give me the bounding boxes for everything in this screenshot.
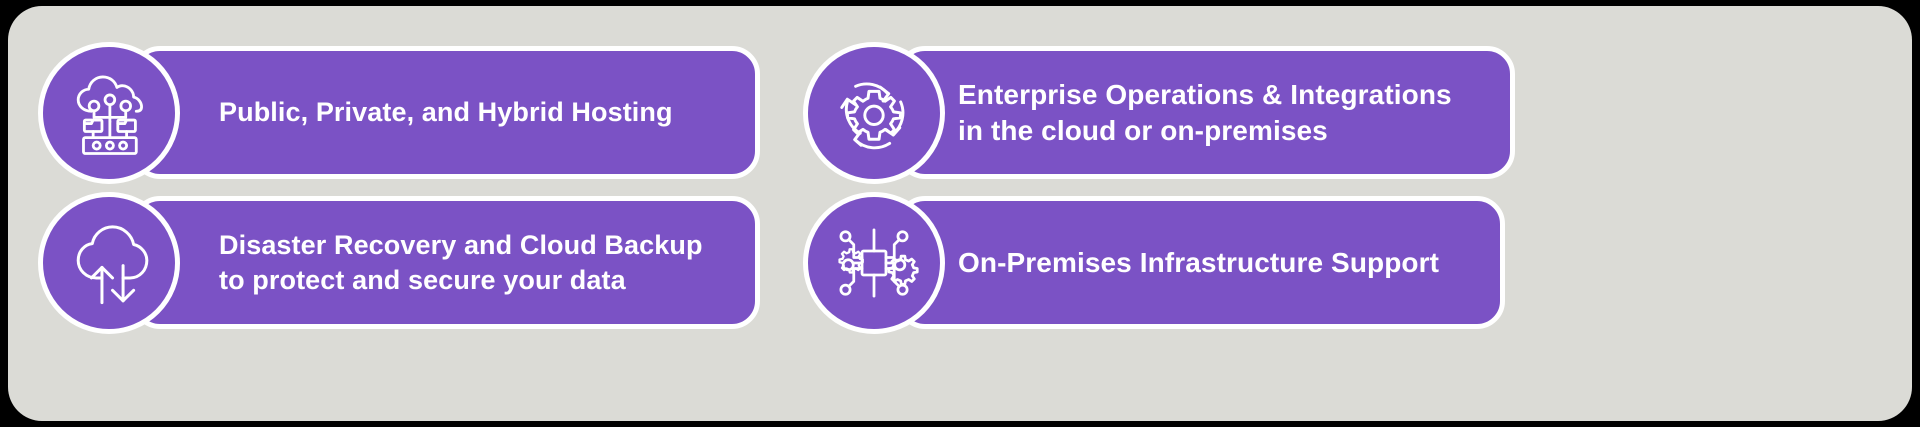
infographic-panel: Public, Private, and Hybrid Hosting xyxy=(8,6,1912,421)
feature-card-disaster-recovery-cloud-backup[interactable]: Disaster Recovery and Cloud Backup to pr… xyxy=(38,192,760,334)
card-icon-badge xyxy=(803,192,945,334)
card-body: Disaster Recovery and Cloud Backup to pr… xyxy=(132,196,760,329)
card-label: Public, Private, and Hybrid Hosting xyxy=(219,97,673,128)
card-body: Enterprise Operations & Integrations in … xyxy=(897,46,1515,179)
card-label: Disaster Recovery and Cloud Backup to pr… xyxy=(219,229,703,295)
feature-card-enterprise-operations-integrations[interactable]: Enterprise Operations & Integrations in … xyxy=(803,42,1515,184)
card-label: On-Premises Infrastructure Support xyxy=(958,246,1440,278)
gear-refresh-cycle-icon xyxy=(828,67,920,159)
card-body: Public, Private, and Hybrid Hosting xyxy=(132,46,760,179)
feature-card-grid: Public, Private, and Hybrid Hosting xyxy=(8,6,1912,421)
cloud-network-server-icon xyxy=(65,69,153,157)
card-icon-badge xyxy=(803,42,945,184)
card-icon-badge xyxy=(38,42,180,184)
card-label: Enterprise Operations & Integrations in … xyxy=(958,78,1452,146)
card-icon-badge xyxy=(38,192,180,334)
feature-card-public-private-hybrid-hosting[interactable]: Public, Private, and Hybrid Hosting xyxy=(38,42,760,184)
circuit-chip-gears-icon xyxy=(828,217,920,309)
feature-card-on-premises-infrastructure-support[interactable]: On-Premises Infrastructure Support xyxy=(803,192,1505,334)
cloud-upload-download-arrows-icon xyxy=(65,219,153,307)
card-body: On-Premises Infrastructure Support xyxy=(897,196,1505,329)
